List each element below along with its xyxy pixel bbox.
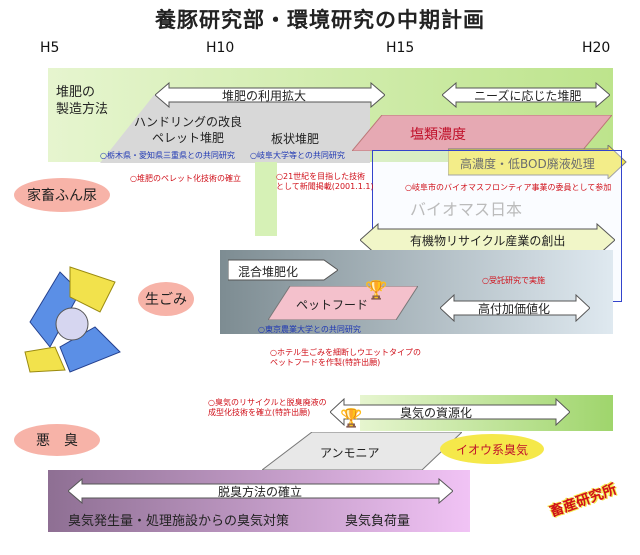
biomass-label: バイオマス日本	[410, 200, 523, 219]
garbage-collab-note: ○東京農業大学との共同研究	[258, 325, 361, 334]
collab-note-2: ○岐阜大学等との共同研究	[250, 151, 345, 160]
resource-label: 臭気の資源化	[400, 406, 473, 420]
green-connector	[255, 162, 277, 236]
ammonia-label: アンモニア	[320, 446, 380, 460]
trophy-icon-2: 🏆	[340, 408, 363, 429]
measure-label: 臭気発生量・処理施設からの臭気対策	[68, 514, 290, 529]
manure-arrow1-label: 堆肥の利用拡大	[222, 89, 307, 103]
salt-label: 塩類濃度	[410, 127, 466, 143]
news-note: ○21世紀を目指した技術 として新聞掲載(2001.1.1)	[276, 172, 374, 191]
garbage-category: 生ごみ	[138, 282, 194, 316]
timeline-h15: H15	[386, 40, 415, 56]
trophy-icon: 🏆	[365, 280, 388, 301]
petfood-note: ○ホテル生ごみを細断しウエットタイプの ペットフードを作製(特許出願)	[270, 348, 421, 367]
page-title: 養豚研究部・環境研究の中期計画	[155, 8, 485, 32]
recycle-symbol-icon	[24, 266, 121, 373]
manure-arrow1-shape	[155, 82, 385, 108]
odor-category: 悪 臭	[14, 424, 100, 456]
method-label: 脱臭方法の確立	[218, 485, 303, 499]
mixed-label: 混合堆肥化	[238, 265, 299, 279]
value-arrow-shape	[440, 294, 590, 322]
manure-arrow2-label: ニーズに応じた堆肥	[474, 89, 582, 103]
board-compost-label: 板状堆肥	[271, 132, 320, 146]
odor-band	[48, 470, 470, 532]
odor-note: ○臭気のリサイクルと脱臭廃液の 成型化技術を確立(特許出願)	[208, 398, 327, 417]
biomass-note: ○岐阜市のバイオマスフロンティア事業の委員として参加	[405, 183, 612, 192]
manure-gray-area	[100, 95, 370, 163]
method-arrow-shape	[68, 478, 453, 504]
contract-note: ○受託研究で実施	[482, 276, 545, 285]
timeline-h20: H20	[582, 40, 611, 56]
bod-arrow-shape	[448, 145, 627, 179]
pellet-note: ○堆肥のペレット化技術の確立	[130, 174, 241, 183]
value-label: 高付加価値化	[478, 302, 551, 316]
timeline-h10: H10	[206, 40, 235, 56]
salt-shape	[352, 115, 612, 151]
load-label: 臭気負荷量	[345, 514, 411, 529]
manure-method-label: 堆肥の 製造方法	[56, 85, 109, 117]
collab-note-1: ○栃木県・愛知県三重県との共同研究	[100, 151, 235, 160]
sulfur-odor-label: イオウ系臭気	[440, 434, 544, 464]
resource-arrow-shape	[330, 398, 570, 426]
manure-category: 家畜ふん尿	[14, 178, 110, 212]
institute-logo: 畜産研究所	[547, 481, 619, 521]
petfood-shape	[268, 286, 418, 320]
petfood-label: ペットフード	[296, 298, 369, 312]
pellet-compost-label: ハンドリングの改良 ペレット堆肥	[134, 115, 243, 145]
ammonia-shape	[262, 432, 462, 470]
bod-label: 高濃度・低BOD廃液処理	[460, 157, 595, 171]
timeline-h5: H5	[40, 40, 60, 56]
mixed-arrow-shape	[228, 259, 338, 281]
manure-arrow2-shape	[442, 82, 610, 108]
recycle-label: 有機物リサイクル産業の創出	[410, 234, 566, 248]
